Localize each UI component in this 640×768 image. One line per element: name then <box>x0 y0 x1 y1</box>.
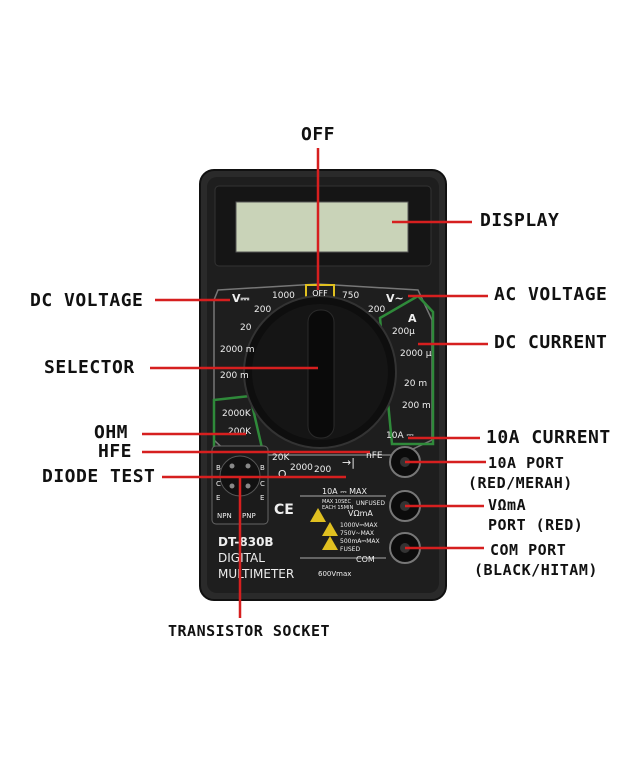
ohm-range-200: 200 <box>314 465 331 475</box>
model-number: DT-830B <box>218 535 274 549</box>
port-10a-note1: MAX 10SEC <box>322 499 351 505</box>
pin-e-npn: E <box>216 494 220 502</box>
port-mamax: 500mA⎓MAX <box>340 538 380 545</box>
dial-off: OFF <box>312 289 328 298</box>
dcv-symbol: V⎓ <box>232 292 250 305</box>
ohm-range-200k: 200K <box>228 427 252 437</box>
label-10a-port-line2: (RED/MERAH) <box>468 474 573 492</box>
label-selector: SELECTOR <box>44 357 135 378</box>
acv-range-200: 200 <box>368 305 385 315</box>
dca-range-outline <box>378 294 435 446</box>
label-10a-current: 10A CURRENT <box>486 427 611 448</box>
label-hfe: HFE <box>98 441 133 462</box>
dca-range-2000u: 2000 µ <box>400 349 432 359</box>
socket-pin <box>245 463 251 469</box>
dca-range-200m: 200 m <box>402 401 431 411</box>
pin-c-pnp: C <box>260 480 265 488</box>
ce-mark: CE <box>274 502 294 518</box>
pin-e-pnp: E <box>260 494 264 502</box>
socket-pin <box>245 483 251 489</box>
label-dc-voltage: DC VOLTAGE <box>30 290 144 311</box>
warning-icon <box>322 522 338 536</box>
port-com-max: 600Vmax <box>318 570 351 578</box>
label-diode-test: DIODE TEST <box>42 466 156 487</box>
dcv-range-1000: 1000 <box>272 291 295 301</box>
label-vma-port-line2: PORT (RED) <box>488 516 584 534</box>
warning-icon <box>310 508 326 522</box>
pin-c-npn: C <box>216 480 221 488</box>
label-ac-voltage: AC VOLTAGE <box>494 284 608 305</box>
dcv-range-200m: 200 m <box>220 371 249 381</box>
ohm-range-2000k: 2000K <box>222 409 252 419</box>
a-symbol: A <box>408 312 417 325</box>
fused-label: FUSED <box>340 546 360 553</box>
port-com-label: COM <box>356 555 375 564</box>
hfe-label: hFE <box>366 451 383 461</box>
dca-range-200u: 200µ <box>392 327 415 337</box>
label-transistor-socket: TRANSISTOR SOCKET <box>168 622 331 640</box>
socket-pin <box>229 463 235 469</box>
dial-range-outline <box>213 283 433 456</box>
label-10a-port-line1: 10A PORT <box>488 454 565 472</box>
port-vmax-1: 1000V⎓MAX <box>340 522 378 529</box>
label-ohm: OHM <box>94 422 129 443</box>
label-vma-port-line1: VΩmA <box>488 496 527 514</box>
ohm-range-2000: 2000 <box>290 463 313 473</box>
port-10a-note2: EACH 15MIN <box>322 505 353 511</box>
dcv-range-20: 20 <box>240 323 252 333</box>
dca-range-10a: 10A ⎓ <box>386 431 414 441</box>
ohm-range-20k: 20K <box>272 453 290 463</box>
unfused-label: UNFUSED <box>356 500 385 507</box>
pin-b-pnp: B <box>260 464 265 472</box>
label-display: DISPLAY <box>480 210 560 231</box>
port-vmax-2: 750V~MAX <box>340 530 374 537</box>
label-com-port-line1: COM PORT <box>490 541 567 559</box>
socket-pin <box>229 483 235 489</box>
meter-name-digital: DIGITAL <box>218 551 265 565</box>
lcd-display <box>235 201 409 253</box>
port-10a-rating: 10A ⎓ MAX <box>322 487 367 496</box>
dcv-range-200: 200 <box>254 305 271 315</box>
dcv-range-2000m: 2000 m <box>220 345 255 355</box>
warning-icon <box>322 536 338 550</box>
acv-symbol: V~ <box>386 292 404 305</box>
label-off: OFF <box>300 124 335 145</box>
label-dc-current: DC CURRENT <box>494 332 608 353</box>
selector-pointer[interactable] <box>307 309 335 439</box>
acv-range-750: 750 <box>342 291 359 301</box>
meter-name-multimeter: MULTIMETER <box>218 567 294 581</box>
pin-b-npn: B <box>216 464 221 472</box>
label-com-port-line2: (BLACK/HITAM) <box>474 561 598 579</box>
port-vma-rating: VΩmA <box>348 509 373 518</box>
diode-symbol: →| <box>342 456 355 469</box>
dca-range-20m: 20 m <box>404 379 427 389</box>
npn-label: NPN <box>217 512 232 520</box>
pnp-label: PNP <box>242 512 256 520</box>
ohm-symbol: Ω <box>278 468 286 481</box>
callout-lines <box>142 148 488 618</box>
